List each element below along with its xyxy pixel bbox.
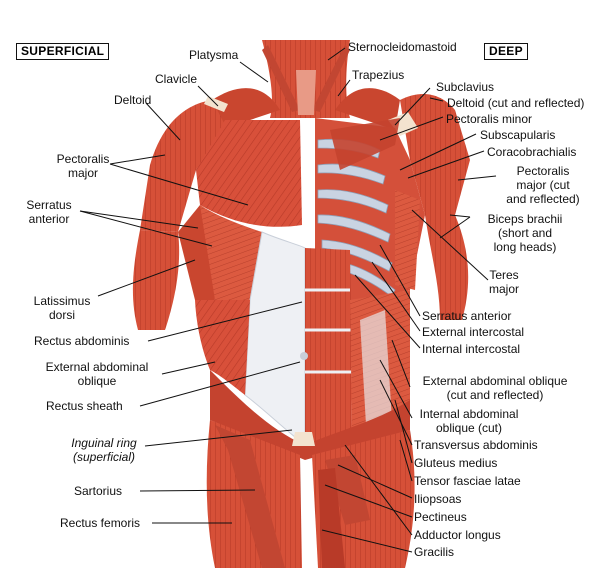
pectoralis-minor-muscle	[330, 118, 400, 170]
label-tensor-fasciae-latae: Tensor fasciae latae	[414, 474, 521, 488]
label-rectus-sheath: Rectus sheath	[46, 399, 123, 413]
iliopsoas-muscle	[325, 455, 370, 525]
label-platysma: Platysma	[189, 48, 239, 62]
navel	[300, 352, 308, 360]
label-sternocleidomastoid: Sternocleidomastoid	[348, 40, 457, 54]
label-transversus-abdominis: Transversus abdominis	[414, 438, 538, 452]
label-serratus-anterior-deep: Serratus anterior	[422, 309, 512, 323]
sartorius-muscle	[215, 425, 285, 568]
label-pectoralis-minor: Pectoralis minor	[446, 112, 533, 126]
deltoid-reflected	[400, 94, 470, 215]
label-gluteus-medius: Gluteus medius	[414, 456, 498, 470]
label-subclavius: Subclavius	[436, 80, 495, 94]
rectus-abdominis-muscle	[305, 248, 352, 445]
label-iliopsoas: Iliopsoas	[414, 492, 462, 506]
label-internal-intercostal: Internal intercostal	[422, 342, 521, 356]
serratus-anterior-muscle	[199, 205, 262, 300]
left-upper-arm	[132, 230, 180, 330]
sternocleidomastoid-muscle	[262, 45, 300, 112]
label-gracilis: Gracilis	[414, 545, 455, 559]
deep-heading: DEEP	[484, 43, 528, 60]
label-deltoid-cut: Deltoid (cut and reflected)	[447, 96, 585, 110]
latissimus-dorsi-muscle	[178, 205, 215, 300]
label-deltoid: Deltoid	[114, 93, 152, 107]
label-adductor-longus: Adductor longus	[414, 528, 501, 542]
label-external-intercostal: External intercostal	[422, 325, 525, 339]
label-sartorius: Sartorius	[74, 484, 123, 498]
label-subscapularis: Subscapularis	[480, 128, 556, 142]
label-pectineus: Pectineus	[414, 510, 467, 524]
external-abdominal-oblique	[195, 300, 250, 395]
pectoralis-major-muscle	[196, 120, 302, 227]
trapezius-muscle	[212, 88, 280, 130]
label-trapezius: Trapezius	[352, 68, 405, 82]
label-external-abdominal-oblique-cut: External abdominal oblique(cut and refle…	[422, 374, 568, 402]
adductor-muscle	[318, 468, 345, 568]
superficial-heading: SUPERFICIAL	[16, 43, 110, 60]
label-coracobrachialis: Coracobrachialis	[487, 145, 577, 159]
label-rectus-femoris: Rectus femoris	[60, 516, 141, 530]
deltoid-muscle	[140, 100, 225, 232]
inguinal-ring	[292, 432, 315, 446]
serratus-anterior-deep	[395, 190, 420, 290]
label-inguinal-ring: Inguinal ring(superficial)	[71, 436, 137, 464]
label-clavicle: Clavicle	[155, 72, 198, 86]
label-rectus-abdominis: Rectus abdominis	[34, 334, 130, 348]
